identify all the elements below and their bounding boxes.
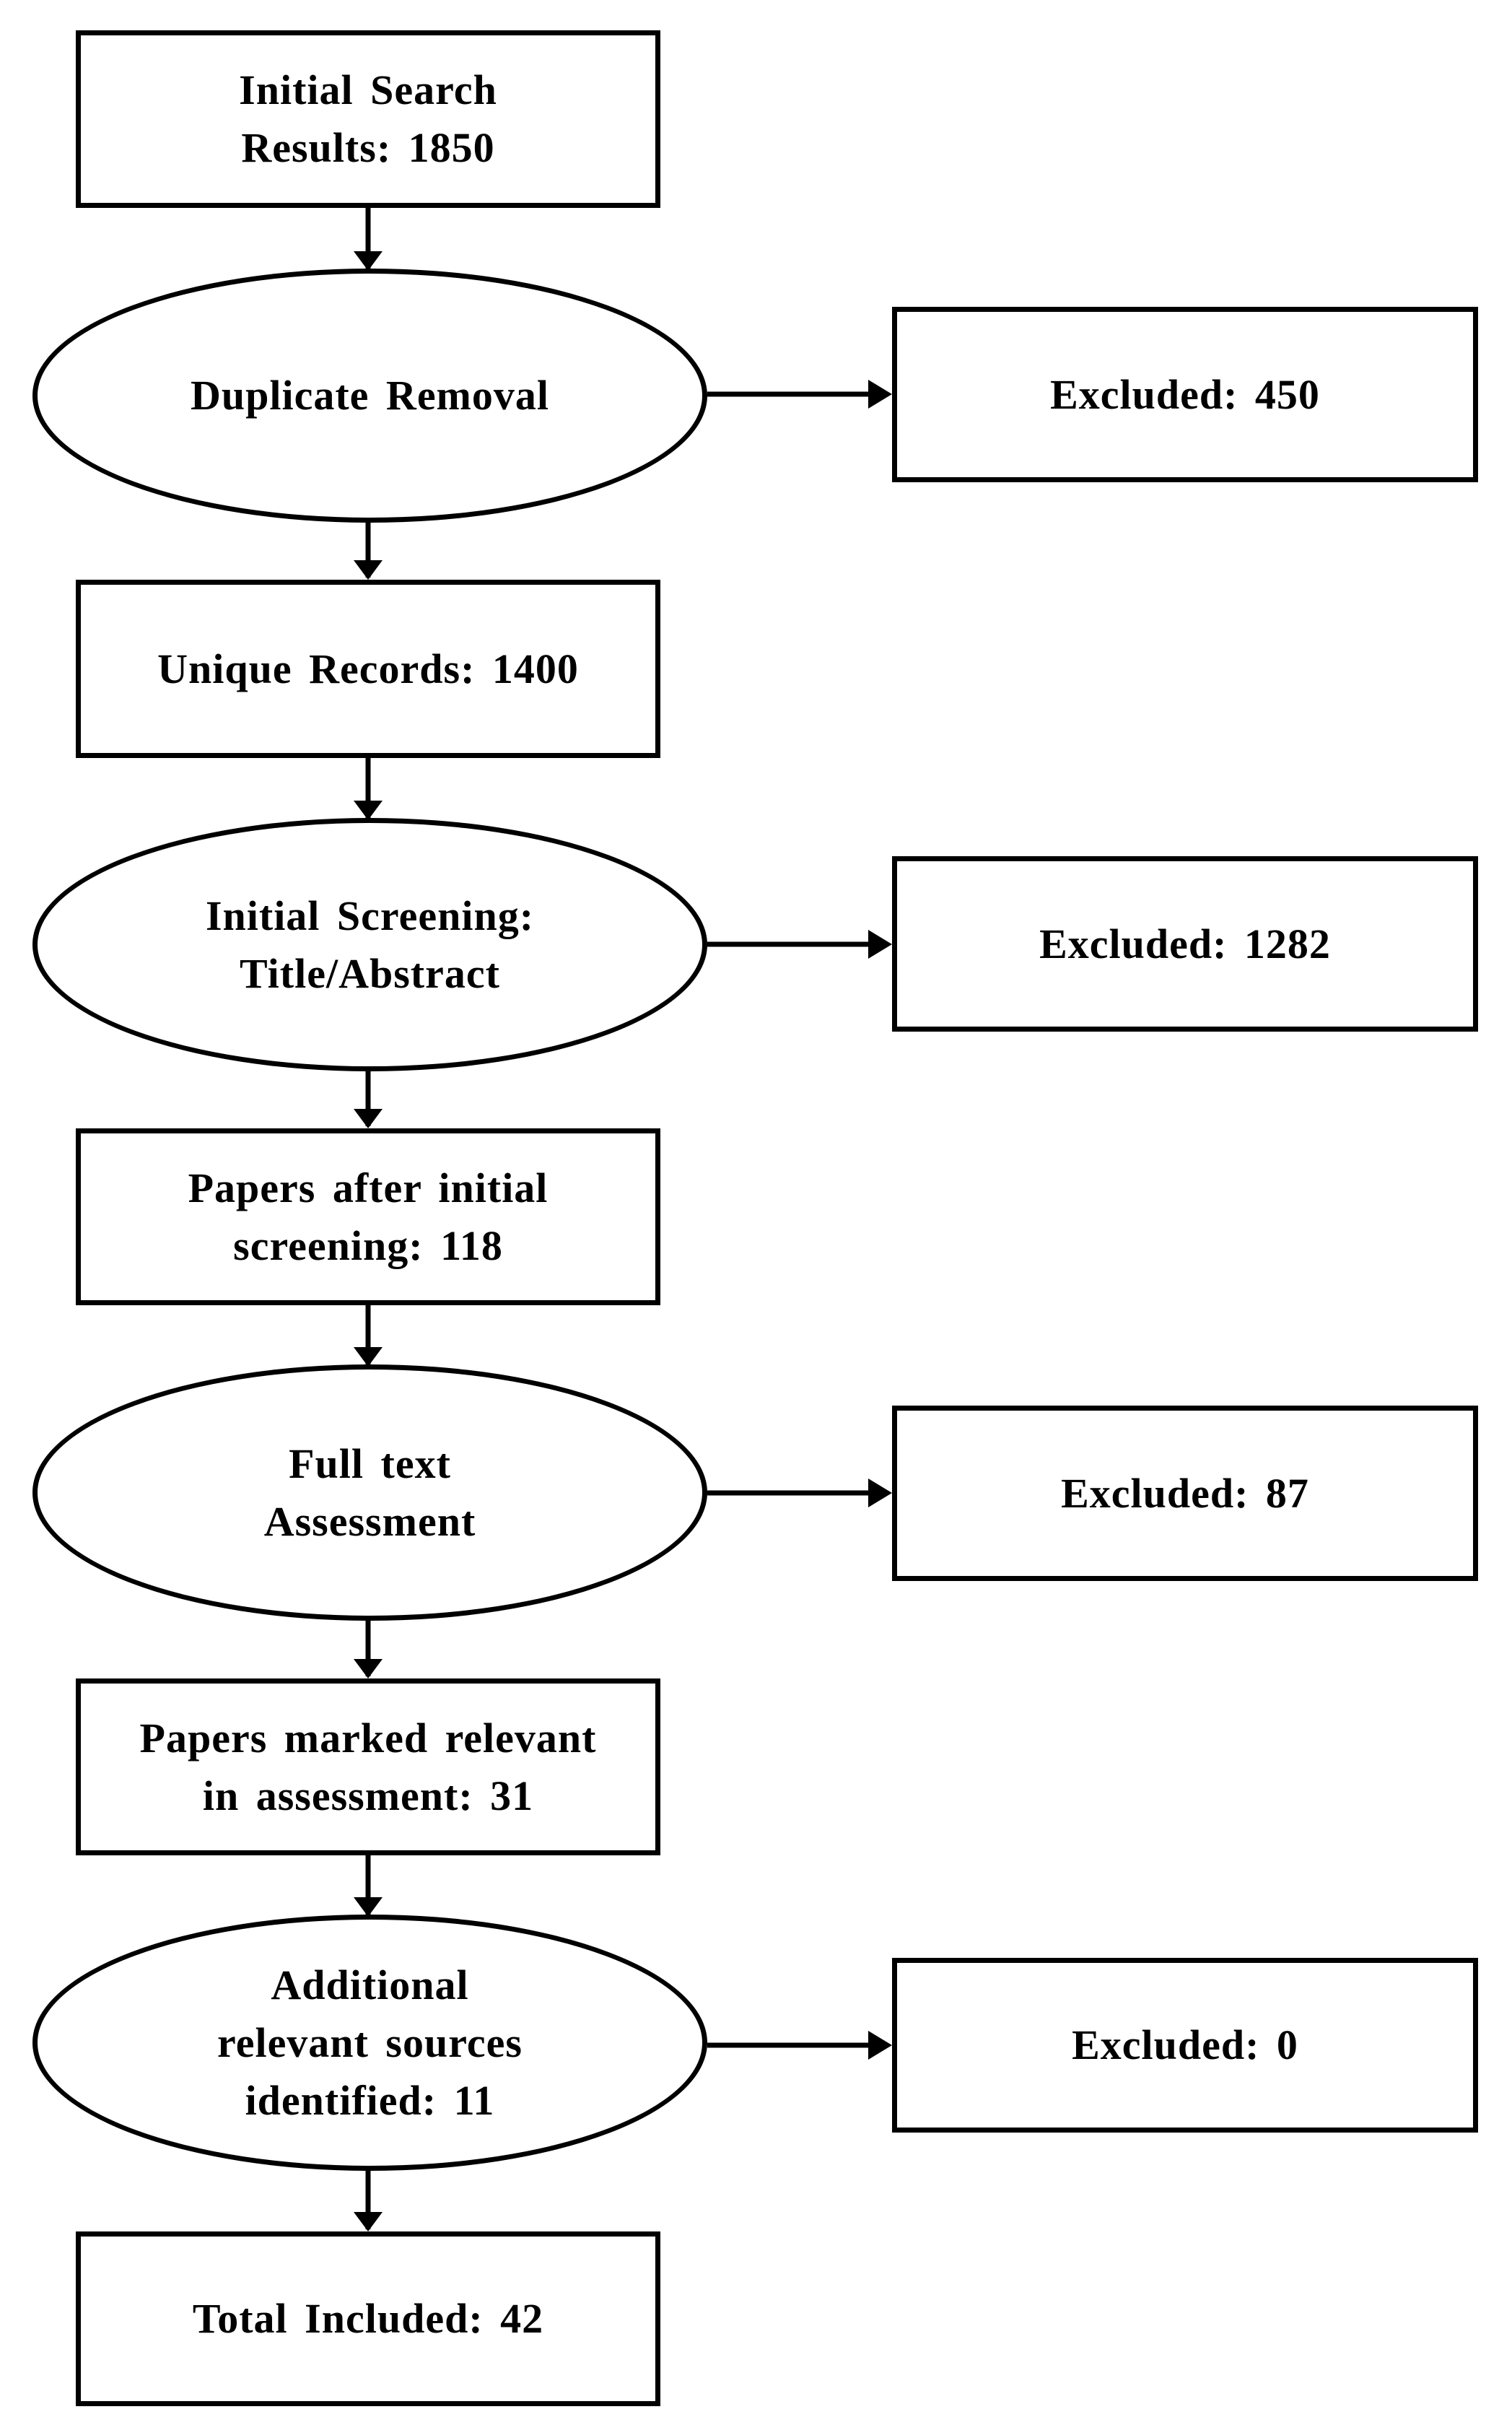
arrowhead <box>868 380 892 409</box>
full-text-assessment-label: Full text Assessment <box>263 1440 476 1545</box>
initial-screening-label: Initial Screening: Title/Abstract <box>205 892 535 997</box>
excluded-full-text-label: Excluded: 87 <box>1061 1469 1309 1517</box>
arrowhead <box>868 1479 892 1507</box>
papers-relevant-label: Papers marked relevant in assessment: 31 <box>139 1714 597 1819</box>
additional-sources-ellipse: Additional relevant sources identified: … <box>32 1915 707 2171</box>
excluded-full-text-box: Excluded: 87 <box>892 1406 1478 1581</box>
unique-records-label: Unique Records: 1400 <box>157 645 579 692</box>
arrowhead <box>354 560 383 580</box>
arrowhead <box>354 251 383 271</box>
total-included-box: Total Included: 42 <box>76 2231 660 2406</box>
arrowhead <box>354 1897 383 1917</box>
total-included-label: Total Included: 42 <box>192 2295 544 2342</box>
arrowhead <box>354 801 383 820</box>
excluded-duplicates-box: Excluded: 450 <box>892 307 1478 482</box>
papers-after-screening-label: Papers after initial screening: 118 <box>188 1164 549 1269</box>
excluded-additional-label: Excluded: 0 <box>1072 2021 1298 2068</box>
excluded-screening-label: Excluded: 1282 <box>1039 920 1331 967</box>
vertical-arrows <box>354 208 383 2231</box>
initial-search-label: Initial Search Results: 1850 <box>239 66 497 171</box>
arrowhead <box>354 1109 383 1128</box>
initial-screening-ellipse: Initial Screening: Title/Abstract <box>32 818 707 1071</box>
excluded-additional-box: Excluded: 0 <box>892 1958 1478 2133</box>
duplicate-removal-ellipse: Duplicate Removal <box>32 269 707 523</box>
excluded-screening-box: Excluded: 1282 <box>892 856 1478 1032</box>
additional-sources-label: Additional relevant sources identified: … <box>217 1961 523 2124</box>
arrowhead <box>868 930 892 959</box>
excluded-duplicates-label: Excluded: 450 <box>1050 370 1320 418</box>
full-text-assessment-ellipse: Full text Assessment <box>32 1364 707 1621</box>
papers-relevant-box: Papers marked relevant in assessment: 31 <box>76 1678 660 1855</box>
initial-search-box: Initial Search Results: 1850 <box>76 30 660 208</box>
horizontal-arrows <box>707 380 892 2060</box>
unique-records-box: Unique Records: 1400 <box>76 580 660 758</box>
arrowhead <box>868 2031 892 2060</box>
arrowhead <box>354 2212 383 2231</box>
arrowhead <box>354 1347 383 1367</box>
arrowhead <box>354 1659 383 1678</box>
papers-after-screening-box: Papers after initial screening: 118 <box>76 1128 660 1305</box>
duplicate-removal-label: Duplicate Removal <box>191 372 549 419</box>
